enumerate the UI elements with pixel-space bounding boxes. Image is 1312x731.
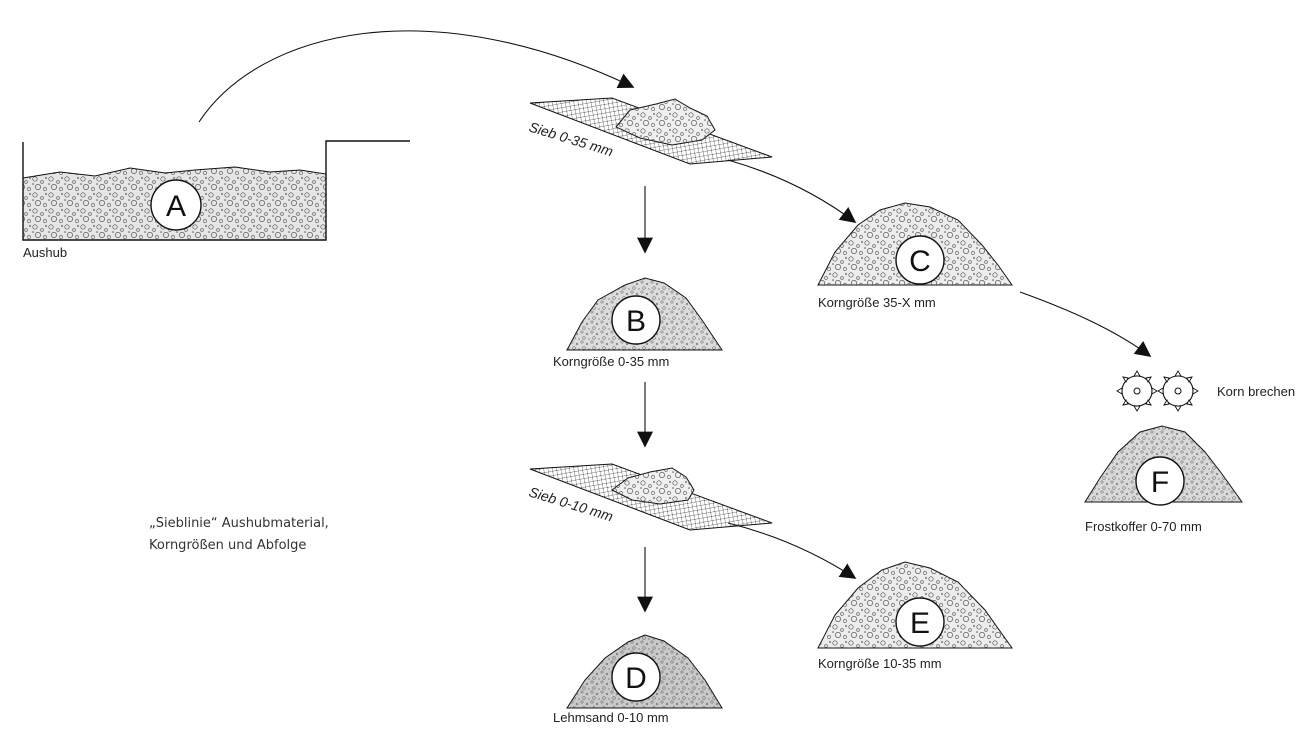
caption-line-2: Korngrößen und Abfolge xyxy=(149,538,307,553)
caption-line-1: „Sieblinie“ Aushubmaterial, xyxy=(149,516,329,531)
pile-c: C Korngröße 35-X mm xyxy=(817,202,1013,310)
marker-e-circle xyxy=(895,597,945,647)
marker-c-circle xyxy=(895,235,945,285)
marker-e-letter: E xyxy=(910,607,930,640)
marker-b-circle xyxy=(611,295,661,345)
sieve-2: Sieb 0-10 mm xyxy=(527,463,773,531)
arrow-sieve1-to-c xyxy=(727,159,857,223)
pit-outline xyxy=(22,140,410,241)
pile-f-label: Frostkoffer 0-70 mm xyxy=(1085,519,1202,534)
marker-f-circle xyxy=(1135,456,1185,506)
sieve-1: Sieb 0-35 mm xyxy=(527,97,773,165)
crusher-roller-right xyxy=(1157,370,1199,412)
crusher: Korn brechen xyxy=(1116,370,1295,412)
arrow-sieve2-to-e xyxy=(727,522,857,579)
marker-a-circle xyxy=(150,179,202,231)
pile-c-label: Korngröße 35-X mm xyxy=(818,295,936,310)
pile-b-label: Korngröße 0-35 mm xyxy=(553,354,669,369)
pile-d-label: Lehmsand 0-10 mm xyxy=(553,710,669,725)
sieve-1-pile-texture xyxy=(616,99,715,145)
pile-d: D Lehmsand 0-10 mm xyxy=(553,634,723,725)
crusher-label: Korn brechen xyxy=(1217,384,1295,399)
arrow-c-to-crusher xyxy=(1019,291,1152,357)
figure-caption: „Sieblinie“ Aushubmaterial, Korngrößen u… xyxy=(149,513,409,557)
marker-d-circle xyxy=(611,652,661,702)
crusher-roller-left xyxy=(1116,370,1158,412)
marker-a-letter: A xyxy=(166,190,186,223)
marker-f-letter: F xyxy=(1151,466,1169,499)
excavation-pit: A Aushub xyxy=(22,140,410,260)
marker-c-letter: C xyxy=(909,245,931,278)
pile-b: B Korngröße 0-35 mm xyxy=(553,277,723,369)
arrow-pit-to-sieve1 xyxy=(198,30,635,123)
marker-b-letter: B xyxy=(626,305,646,338)
pile-f: F Frostkoffer 0-70 mm xyxy=(1084,425,1243,534)
excavation-label: Aushub xyxy=(23,245,67,260)
pile-e-label: Korngröße 10-35 mm xyxy=(818,656,942,671)
sieve-2-pile-texture xyxy=(612,468,694,504)
marker-d-letter: D xyxy=(625,662,647,695)
pile-e: E Korngröße 10-35 mm xyxy=(817,561,1013,671)
